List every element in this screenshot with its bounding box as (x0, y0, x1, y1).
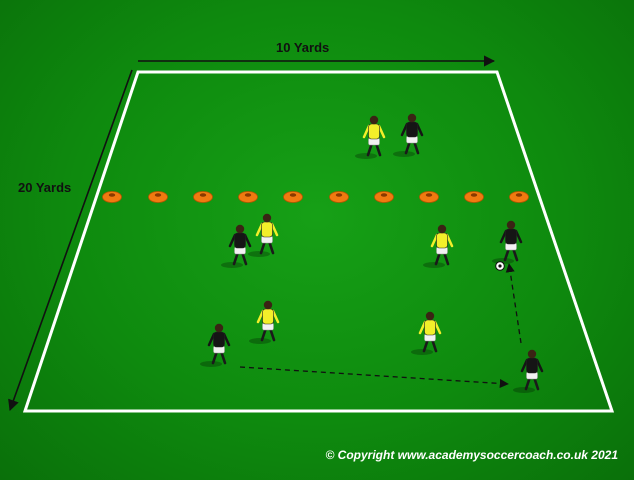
player-black (221, 224, 252, 268)
cone (464, 191, 484, 203)
side-dimension-arrow (8, 69, 133, 412)
ball (495, 261, 505, 271)
player-black (513, 349, 544, 393)
pass-arrow-right (505, 263, 522, 344)
cone-line (102, 191, 529, 203)
cone (238, 191, 258, 203)
player-black (492, 220, 523, 264)
pitch-boundary (22, 70, 615, 413)
player-yellow (248, 213, 279, 257)
cone (374, 191, 394, 203)
player-black (200, 323, 231, 367)
side-dimension-label: 20 Yards (18, 180, 72, 195)
cone (329, 191, 349, 203)
top-dimension-label: 10 Yards (276, 40, 330, 55)
player-yellow (249, 300, 280, 344)
cone (193, 191, 213, 203)
pass-arrow-bottom (239, 366, 509, 389)
player-yellow (355, 115, 386, 159)
cone (283, 191, 303, 203)
cone (419, 191, 439, 203)
player-black (393, 113, 424, 157)
players (200, 113, 544, 393)
copyright-text: © Copyright www.academysoccercoach.co.uk… (325, 448, 618, 462)
cone (102, 191, 122, 203)
cone (148, 191, 168, 203)
player-yellow (411, 311, 442, 355)
cone (509, 191, 529, 203)
player-yellow (423, 224, 454, 268)
